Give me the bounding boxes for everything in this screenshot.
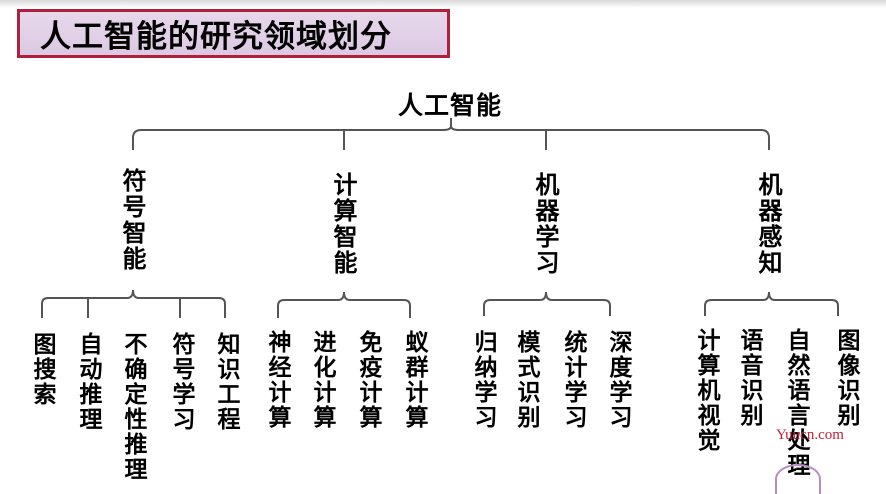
watermark-text: Yuucn.com [776, 427, 844, 443]
brace-ml [483, 291, 611, 316]
leaf-image-recognition: 图像识别 [833, 328, 859, 428]
leaf-computer-vision: 计算机视觉 [693, 328, 719, 453]
leaf-immune-computing: 免疫计算 [355, 330, 381, 430]
category-machine-perception: 机器感知 [754, 172, 782, 276]
leaf-graph-search: 图搜索 [29, 332, 55, 407]
leaf-deep-learning: 深度学习 [605, 330, 631, 430]
leaf-evolutionary-computing: 进化计算 [309, 330, 335, 430]
leaf-automated-reasoning: 自动推理 [75, 332, 101, 432]
leaf-ant-colony-computing: 蚁群计算 [401, 330, 427, 430]
leaf-speech-recognition: 语音识别 [736, 328, 762, 428]
leaf-inductive-learning: 归纳学习 [470, 330, 496, 430]
root-node: 人工智能 [398, 91, 503, 120]
leaf-pattern-recognition: 模式识别 [513, 330, 539, 430]
brace-perception [704, 291, 839, 316]
leaf-symbolic-learning: 符号学习 [168, 332, 194, 432]
brace-symbolic [41, 289, 226, 318]
leaf-uncertain-reasoning: 不确定性推理 [120, 332, 146, 482]
category-symbolic-intelligence: 符号智能 [118, 168, 146, 272]
title-banner: 人工智能的研究领域划分 [17, 9, 450, 58]
category-machine-learning: 机器学习 [531, 172, 559, 276]
root-brace [132, 125, 770, 150]
brace-computational [277, 291, 411, 318]
page-title: 人工智能的研究领域划分 [40, 19, 392, 55]
category-computational-intelligence: 计算智能 [329, 172, 357, 276]
leaf-statistical-learning: 统计学习 [560, 330, 586, 430]
top-shadow [0, 0, 886, 8]
leaf-natural-language-processing: 自然语言处理 [783, 328, 809, 478]
decorative-arc [775, 464, 821, 494]
leaf-neural-computing: 神经计算 [264, 330, 290, 430]
leaf-knowledge-engineering: 知识工程 [213, 332, 239, 432]
